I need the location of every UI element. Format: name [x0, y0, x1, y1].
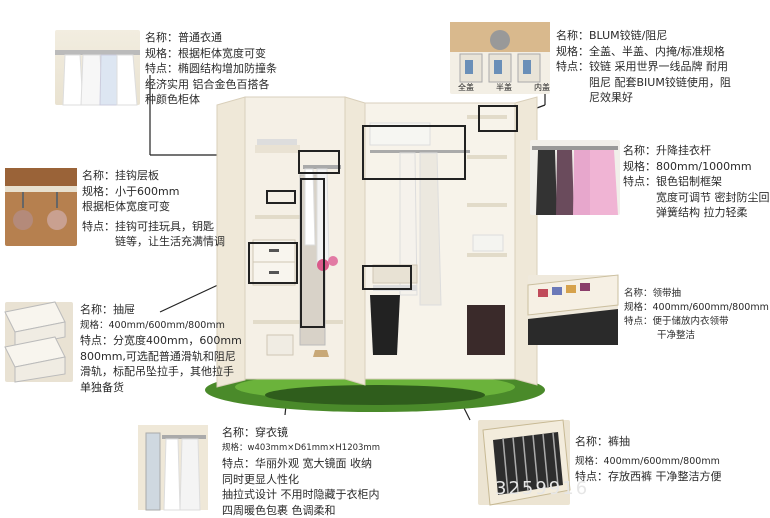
drawer-image [5, 302, 73, 382]
lift-rod-name: 名称：升降挂衣杆 [623, 143, 770, 159]
highlight-tie-drawer [362, 265, 412, 290]
trouser-drawer-feature-1: 特点：存放西裤 干净整洁方便 [575, 469, 722, 485]
highlight-hinge [478, 105, 518, 132]
hook-shelf-text: 名称：挂钩层板 规格：小于600mm 根据柜体宽度可变 特点：挂钩可挂玩具，钥匙… [82, 168, 225, 250]
hook-shelf-name: 名称：挂钩层板 [82, 168, 225, 184]
lift-rod-feature-2: 宽度可调节 密封防尘回 [623, 190, 770, 206]
highlight-drawer [248, 242, 298, 284]
hinge-image: 全盖 半盖 内盖 [450, 22, 550, 94]
drawer-feature-3: 滑轨，标配吊坠拉手，其他拉手 [80, 364, 242, 380]
hinge-feature-3: 尼效果好 [556, 90, 731, 106]
hinge-feature-1: 特点：铰链 采用世界一线品牌 耐用 [556, 59, 731, 75]
hinge-name: 名称：BLUM铰链/阻尼 [556, 28, 731, 44]
mirror-feature-2: 同时更显人性化 [222, 472, 380, 488]
closet-rod-feature-3: 种颜色柜体 [145, 92, 277, 108]
tie-drawer-spec: 规格：400mm/600mm/800mm [624, 301, 769, 315]
highlight-hook-shelf [266, 190, 296, 204]
drawer-name: 名称：抽屉 [80, 302, 242, 318]
tie-drawer-image [528, 275, 618, 345]
trouser-drawer-spec: 规格：400mm/600mm/800mm [575, 454, 722, 470]
closet-rod-feature-1: 特点：椭圆结构增加防撞条 [145, 61, 277, 77]
closet-rod-text: 名称：普通衣通 规格：根据柜体宽度可变 特点：椭圆结构增加防撞条 经济实用 铝合… [145, 30, 277, 108]
lift-rod-feature-3: 弹簧结构 拉力轻柔 [623, 205, 770, 221]
lift-rod-feature-1: 特点：银色铝制框架 [623, 174, 770, 190]
hinge-label-full: 全盖 [458, 82, 474, 93]
mirror-spec: 规格：w403mm×D61mm×H1203mm [222, 441, 380, 457]
tie-drawer-text: 名称：领带抽 规格：400mm/600mm/800mm 特点：便于储放内衣领带 … [624, 287, 769, 343]
mirror-text: 名称：穿衣镜 规格：w403mm×D61mm×H1203mm 特点：华丽外观 宽… [222, 425, 380, 518]
drawer-spec: 规格：400mm/600mm/800mm [80, 318, 242, 334]
drawer-feature-1: 特点：分宽度400mm，600mm [80, 333, 242, 349]
lift-rod-text: 名称：升降挂衣杆 规格：800mm/1000mm 特点：银色铝制框架 宽度可调节… [623, 143, 770, 221]
tie-drawer-feature-2: 干净整洁 [624, 329, 769, 343]
hook-shelf-feature-2: 链等，让生活充满情调 [82, 234, 225, 250]
hook-shelf-feature-1: 特点：挂钩可挂玩具，钥匙 [82, 219, 225, 235]
mirror-image [138, 425, 208, 510]
drawer-text: 名称：抽屉 规格：400mm/600mm/800mm 特点：分宽度400mm，6… [80, 302, 242, 395]
mirror-feature-4: 四周暖色包裹 色调柔和 [222, 503, 380, 518]
mirror-name: 名称：穿衣镜 [222, 425, 380, 441]
mirror-feature-3: 抽拉式设计 不用时隐藏于衣柜内 [222, 487, 380, 503]
hook-shelf-spec-2: 根据柜体宽度可变 [82, 199, 225, 215]
closet-rod-feature-2: 经济实用 铝合金色百搭各 [145, 77, 277, 93]
hook-shelf-spec-1: 规格：小于600mm [82, 184, 225, 200]
watermark-text: 3259916 [495, 478, 589, 499]
hook-shelf-image [5, 168, 77, 246]
closet-rod-image [55, 30, 140, 105]
lift-rod-image [530, 140, 620, 215]
hinge-text: 名称：BLUM铰链/阻尼 规格：全盖、半盖、内掩/标准规格 特点：铰链 采用世界… [556, 28, 731, 106]
closet-rod-spec: 规格：根据柜体宽度可变 [145, 46, 277, 62]
closet-rod-name: 名称：普通衣通 [145, 30, 277, 46]
hinge-spec: 规格：全盖、半盖、内掩/标准规格 [556, 44, 731, 60]
drawer-feature-2: 800mm,可选配普通滑轨和阻尼 [80, 349, 242, 365]
drawer-feature-4: 单独备货 [80, 380, 242, 396]
highlight-lift-rod [362, 125, 466, 180]
hinge-feature-2: 阻尼 配套BIUM铰链使用，阻 [556, 75, 731, 91]
mirror-feature-1: 特点：华丽外观 宽大镜面 收纳 [222, 456, 380, 472]
trouser-drawer-name: 名称：裤抽 [575, 434, 722, 450]
hinge-label-half: 半盖 [496, 82, 512, 93]
hinge-label-inset: 内盖 [534, 82, 550, 93]
lift-rod-spec: 规格：800mm/1000mm [623, 159, 770, 175]
tie-drawer-name: 名称：领带抽 [624, 287, 769, 301]
tie-drawer-feature-1: 特点：便于储放内衣领带 [624, 315, 769, 329]
trouser-drawer-text: 名称：裤抽 规格：400mm/600mm/800mm 特点：存放西裤 干净整洁方… [575, 434, 722, 485]
highlight-mirror [300, 178, 325, 328]
highlight-closet-rod [298, 150, 340, 174]
